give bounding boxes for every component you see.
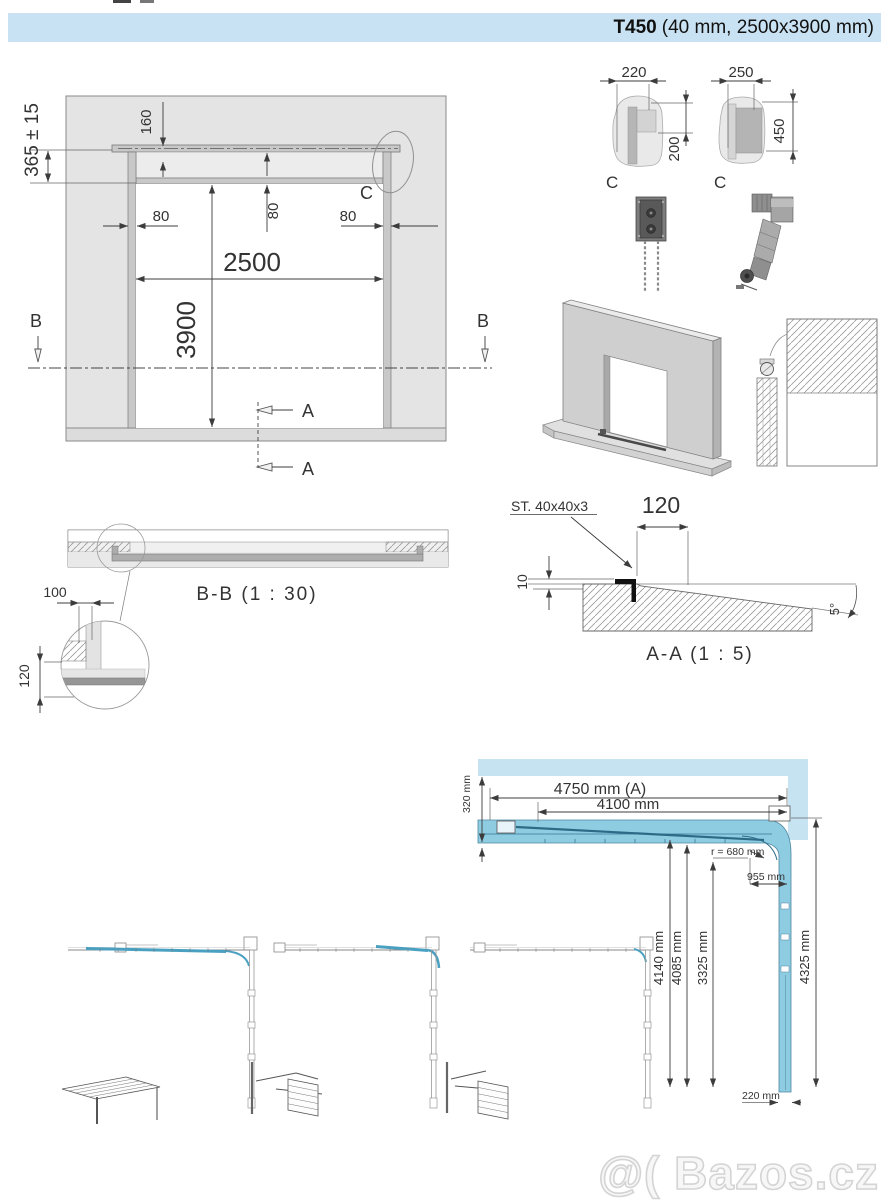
corner-bracket [768, 805, 791, 822]
dim-aa-120: 120 [642, 492, 680, 518]
panel-closed-position [633, 948, 647, 963]
detail-view-operator: 250 450 C [711, 64, 798, 291]
dim-bb-100: 100 [43, 584, 67, 600]
door-opening [136, 184, 383, 428]
dim-headroom: 365 ± 15 [22, 103, 43, 177]
lintel-band [788, 776, 808, 840]
dim-955: 955 mm [747, 871, 785, 883]
detail-c-callout [372, 130, 414, 194]
title-bar: T450 (40 mm, 2500x3900 mm) [8, 13, 881, 42]
chain-hoist-icon [635, 196, 667, 293]
model-specs: (40 mm, 2500x3900 mm) [661, 16, 874, 38]
door-position-icon-mid [250, 1062, 323, 1117]
detail-c2-label: C [714, 173, 726, 192]
section-marker-b-right: B [477, 311, 489, 331]
track-thumbnail-closed [470, 936, 654, 1109]
dim-operator-height: 450 [771, 118, 788, 143]
dim-220: 220 mm [742, 1090, 780, 1102]
floor-slab [582, 583, 813, 632]
track-thumbnail-open [68, 936, 258, 1109]
section-marker-a-top: A [302, 401, 314, 421]
dim-door-width: 2500 [223, 247, 281, 277]
dim-operator-width: 250 [728, 64, 753, 81]
dim-bb-120: 120 [16, 664, 32, 688]
track-rail [477, 819, 792, 1093]
dim-door-height: 3900 [171, 301, 201, 359]
section-bb-view: B-B (1 : 30) 100 120 [16, 523, 449, 713]
dim-bend-radius: r = 680 mm [711, 846, 765, 858]
dim-headroom-track: 320 mm [461, 775, 473, 813]
operator-unit [496, 820, 516, 834]
section-aa-title: A-A (1 : 5) [646, 644, 754, 665]
frame-right [382, 151, 392, 429]
dim-rail-length: 4100 mm [597, 796, 660, 813]
scan-marks [113, 0, 154, 3]
track-diagram: 4750 mm (A) 4100 mm 320 mm r = 680 mm 95… [461, 759, 822, 1106]
dim-frame-right: 80 [340, 208, 357, 225]
detail-c-label: C [360, 183, 373, 203]
wall-section-detail [756, 318, 878, 467]
door-operator-icon [736, 193, 794, 291]
dim-aa-angle: 5° [827, 603, 842, 615]
panel-mid-position [375, 945, 429, 952]
lintel-panel [135, 151, 384, 179]
section-bb-title: B-B (1 : 30) [196, 584, 317, 605]
steel-angle-label: ST. 40x40x3 [511, 498, 588, 514]
frame-left [127, 151, 137, 429]
door-position-icon-closed [445, 1062, 509, 1120]
section-aa-view: ST. 40x40x3 120 10 5° A-A (1 : 5) [510, 492, 859, 665]
steel-angle [615, 579, 636, 584]
dim-4140: 4140 mm [651, 931, 666, 985]
section-marker-a-bottom: A [302, 459, 314, 479]
front-elevation-view: 365 ± 15 160 80 80 80 2500 3900 B B [22, 95, 492, 479]
dim-4325: 4325 mm [797, 930, 812, 984]
floor-strip [65, 427, 447, 442]
dim-frame-center: 80 [265, 203, 282, 220]
dim-hoist-height: 200 [666, 136, 683, 161]
dim-3325: 3325 mm [695, 931, 710, 985]
door-panel-horizontal [515, 825, 765, 842]
dim-hoist-width: 220 [621, 64, 646, 81]
dim-frame-left: 80 [153, 208, 170, 225]
isometric-wall-view [542, 299, 733, 477]
ceiling-band [478, 759, 808, 776]
dim-track-offset: 160 [138, 109, 155, 134]
header-strip [135, 177, 384, 185]
dim-4085: 4085 mm [669, 931, 684, 985]
dim-aa-10: 10 [514, 574, 530, 590]
door-position-icon-open [61, 1076, 161, 1124]
section-marker-b-left: B [30, 311, 42, 331]
dim-total-length: 4750 mm (A) [554, 781, 646, 798]
bazos-watermark: @( Bazos.cz [597, 1146, 879, 1200]
model-name: T450 [613, 16, 657, 38]
bb-detail-callout [96, 523, 146, 573]
detail-view-chain-hoist: 220 200 C [600, 64, 693, 293]
detail-c1-label: C [606, 173, 618, 192]
panel-open-position [85, 947, 227, 953]
track-thumbnail-mid [273, 936, 441, 1109]
